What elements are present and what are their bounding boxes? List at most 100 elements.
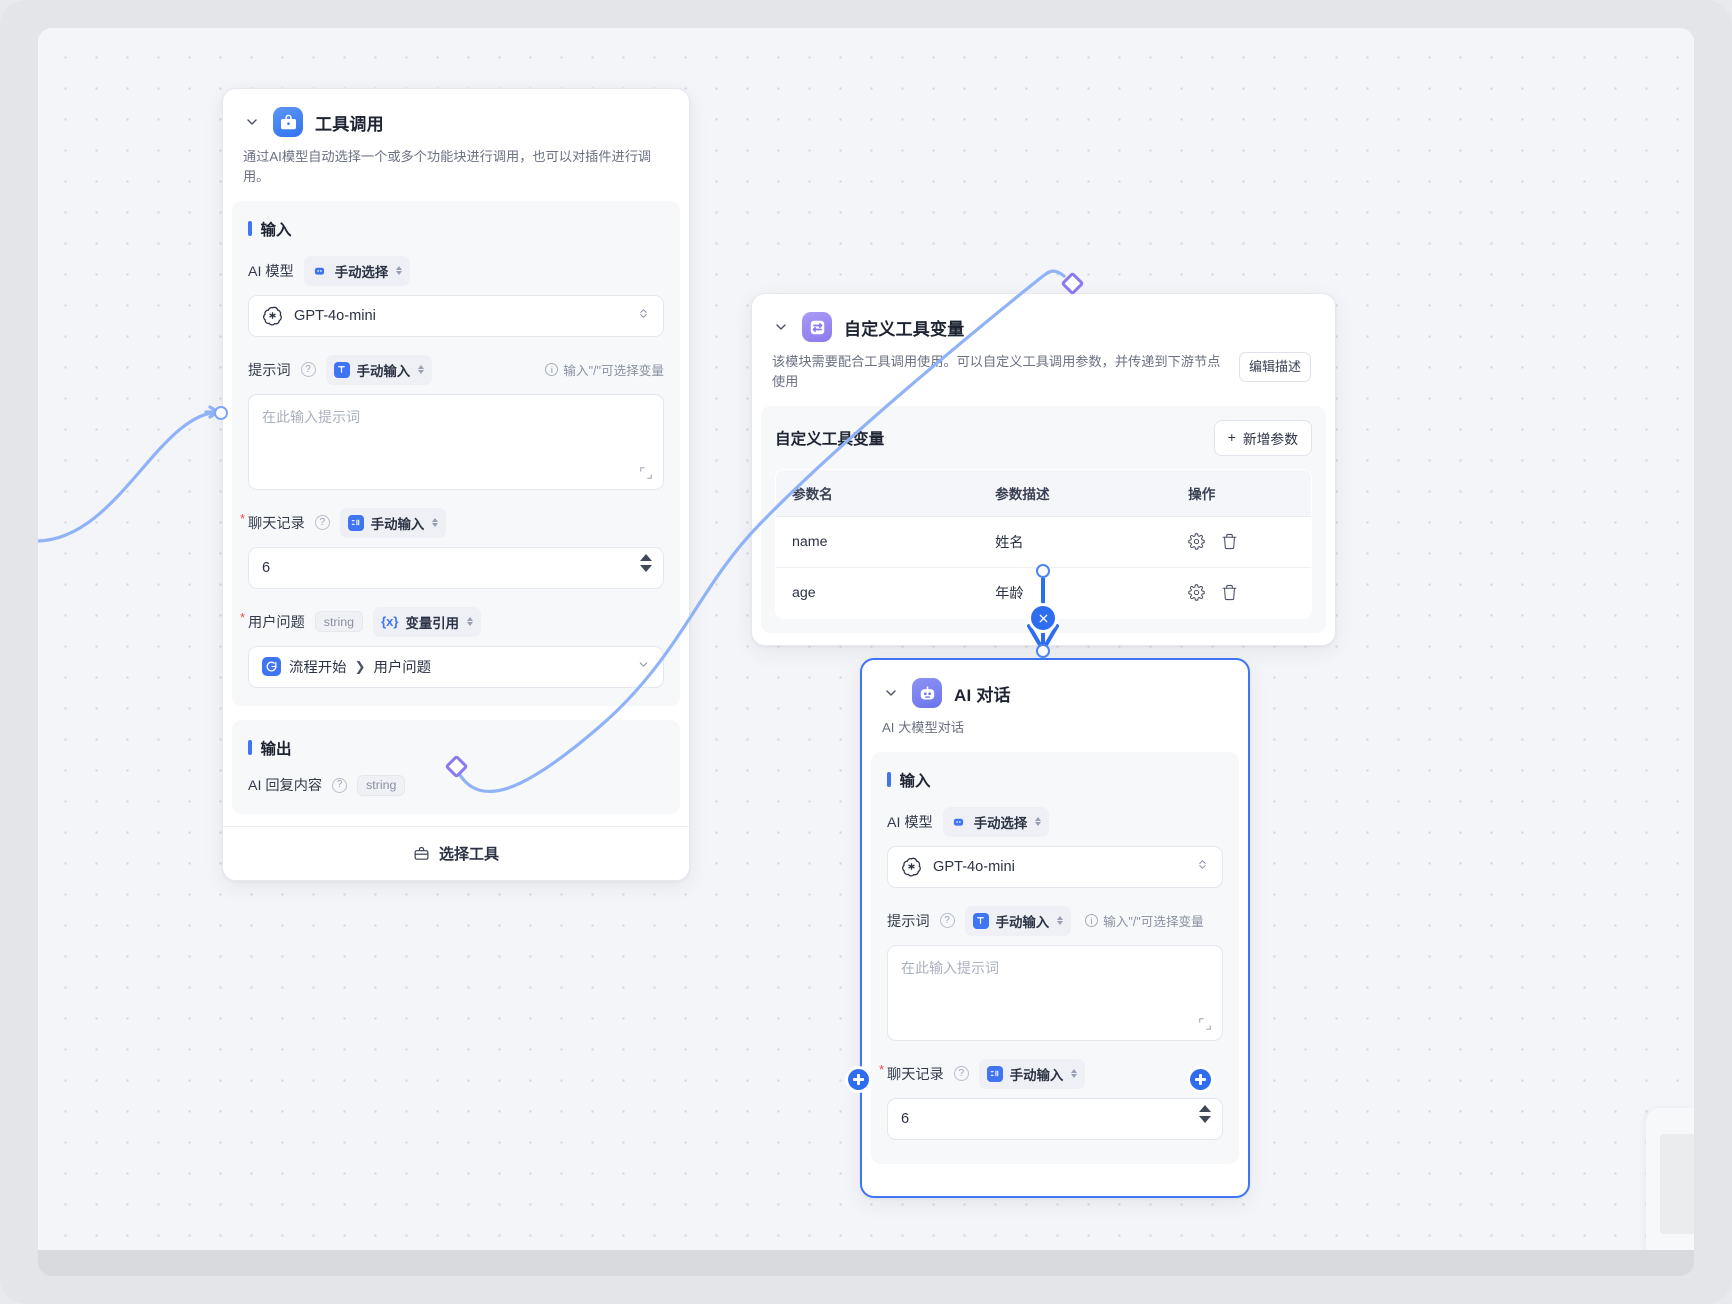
collapse-chevron-down-icon[interactable] <box>243 113 261 131</box>
param-name: name <box>776 516 980 568</box>
chat-history-mode-select[interactable]: 手动输入 <box>339 507 447 538</box>
trash-icon[interactable] <box>1221 584 1238 601</box>
node-title: 自定义工具变量 <box>844 319 965 339</box>
toolbox-icon <box>273 107 303 137</box>
collapse-chevron-down-icon[interactable] <box>882 684 900 702</box>
help-icon[interactable]: ? <box>300 362 316 378</box>
prompt-mode-label: 手动输入 <box>995 914 1050 930</box>
info-icon: i <box>1085 914 1099 928</box>
workflow-canvas[interactable]: 工具调用 通过AI模型自动选择一个或多个功能块进行调用，也可以对插件进行调用。 … <box>38 28 1694 1250</box>
plus-icon: + <box>1227 430 1236 446</box>
workflow-viewport: 工具调用 通过AI模型自动选择一个或多个功能块进行调用，也可以对插件进行调用。 … <box>38 28 1694 1250</box>
stepper-up-icon[interactable] <box>640 553 652 561</box>
prompt-hint: i 输入"/"可选择变量 <box>1085 911 1204 930</box>
right-side-panel-peek[interactable] <box>1646 1108 1694 1250</box>
expand-icon[interactable] <box>639 466 653 480</box>
chat-history-mode-label: 手动输入 <box>1009 1067 1064 1083</box>
chevron-right-icon: ❯ <box>354 658 366 674</box>
params-table: 参数名 参数描述 操作 name 姓名 <box>775 468 1312 619</box>
variable-brace-icon: {x} <box>381 614 399 630</box>
sort-caret-icon <box>396 266 403 276</box>
prompt-label: 提示词 <box>248 362 291 379</box>
stepper-down-icon[interactable] <box>1199 1115 1211 1123</box>
chat-history-mode-select[interactable]: 手动输入 <box>978 1058 1086 1089</box>
node2-output-port[interactable] <box>1036 564 1050 578</box>
user-question-variable-select[interactable]: 流程开始 ❯ 用户问题 <box>248 645 664 688</box>
output-label: AI 回复内容 <box>248 778 323 795</box>
param-name: age <box>792 584 816 601</box>
ai-model-value: GPT-4o-mini <box>294 307 376 324</box>
delete-edge-button[interactable] <box>1031 606 1055 630</box>
edit-description-button[interactable]: 编辑描述 <box>1238 352 1311 382</box>
node3-right-add-handle[interactable] <box>1190 1069 1211 1090</box>
number-input-mini-icon <box>986 1065 1003 1082</box>
ai-model-value: GPT-4o-mini <box>933 858 1015 875</box>
sort-caret-icon <box>418 365 425 375</box>
node-description-row: 该模块需要配合工具调用使用。可以自定义工具调用参数，并传递到下游节点使用 编辑描… <box>772 352 1315 392</box>
chat-history-label: 聊天记录 <box>240 511 305 533</box>
output-type-chip: string <box>357 774 406 796</box>
output-section-title: 输出 <box>248 737 664 759</box>
params-panel: 自定义工具变量 + 新增参数 参数名 参数描述 操作 <box>761 405 1326 633</box>
prompt-mode-select[interactable]: 手动输入 <box>325 354 433 385</box>
chat-history-value: 6 <box>262 559 271 576</box>
ai-model-mode-select[interactable]: 手动选择 <box>303 255 411 286</box>
node3-input-port[interactable] <box>1036 644 1050 658</box>
panel-placeholder <box>1660 1134 1694 1234</box>
user-question-mode-select[interactable]: {x} 变量引用 <box>373 606 481 637</box>
node-description: AI 大模型对话 <box>882 720 965 735</box>
prompt-textarea[interactable]: 在此输入提示词 <box>887 944 1223 1041</box>
prompt-textarea[interactable]: 在此输入提示词 <box>248 393 664 490</box>
ai-model-select[interactable]: GPT-4o-mini <box>887 845 1223 888</box>
sort-caret-icon <box>1035 817 1042 827</box>
user-question-type-chip: string <box>314 611 364 633</box>
help-icon[interactable]: ? <box>939 913 955 929</box>
bottom-bar <box>38 1250 1694 1276</box>
ai-model-label: AI 模型 <box>248 263 294 280</box>
prompt-hint: i 输入"/"可选择变量 <box>545 360 664 379</box>
stepper-down-icon[interactable] <box>640 564 652 572</box>
node-description: 该模块需要配合工具调用使用。可以自定义工具调用参数，并传递到下游节点使用 <box>772 354 1221 389</box>
node2-top-diamond[interactable] <box>1060 271 1085 296</box>
chat-history-label: 聊天记录 <box>879 1062 944 1084</box>
user-question-mode-label: 变量引用 <box>405 615 459 631</box>
node-title: AI 对话 <box>954 685 1011 705</box>
prompt-mode-select[interactable]: 手动输入 <box>964 905 1072 936</box>
chevron-down-icon[interactable] <box>637 658 650 675</box>
input-section-title: 输入 <box>887 769 1223 791</box>
select-tool-label: 选择工具 <box>438 845 499 863</box>
node-custom-tool-vars[interactable]: 自定义工具变量 该模块需要配合工具调用使用。可以自定义工具调用参数，并传递到下游… <box>751 293 1336 646</box>
chat-history-input[interactable]: 6 <box>248 546 664 589</box>
help-icon[interactable]: ? <box>332 777 348 793</box>
expand-icon[interactable] <box>1198 1017 1212 1031</box>
prompt-placeholder: 在此输入提示词 <box>901 959 999 976</box>
chat-history-input[interactable]: 6 <box>887 1097 1223 1140</box>
ai-model-mode-label: 手动选择 <box>334 264 389 280</box>
collapse-chevron-down-icon[interactable] <box>772 318 790 336</box>
add-param-label: 新增参数 <box>1242 431 1298 447</box>
input-section-title: 输入 <box>248 218 664 240</box>
node1-input-port[interactable] <box>214 406 228 420</box>
ai-model-label: AI 模型 <box>887 814 933 831</box>
ai-model-select[interactable]: GPT-4o-mini <box>248 294 664 337</box>
gear-icon[interactable] <box>1188 584 1205 601</box>
node-title: 工具调用 <box>315 114 384 134</box>
table-row: name 姓名 <box>776 516 1311 568</box>
stepper-up-icon[interactable] <box>1199 1104 1211 1112</box>
select-tool-button[interactable]: 选择工具 <box>223 825 689 880</box>
params-table-title: 自定义工具变量 <box>775 430 885 448</box>
help-icon[interactable]: ? <box>314 515 330 531</box>
gear-icon[interactable] <box>1188 533 1205 550</box>
help-icon[interactable]: ? <box>953 1066 969 1082</box>
node-ai-chat[interactable]: AI 对话 AI 大模型对话 输入 AI 模型 手动选择 <box>860 658 1250 1198</box>
number-stepper[interactable] <box>1199 1104 1211 1123</box>
variable-ref-node: 流程开始 <box>289 660 347 677</box>
chat-history-value: 6 <box>901 1110 910 1127</box>
chat-history-mode-label: 手动输入 <box>370 516 425 532</box>
add-param-button[interactable]: + 新增参数 <box>1213 419 1312 456</box>
trash-icon[interactable] <box>1221 533 1238 550</box>
number-stepper[interactable] <box>640 553 652 572</box>
node3-left-add-handle[interactable] <box>848 1069 869 1090</box>
ai-model-mode-select[interactable]: 手动选择 <box>942 806 1050 837</box>
